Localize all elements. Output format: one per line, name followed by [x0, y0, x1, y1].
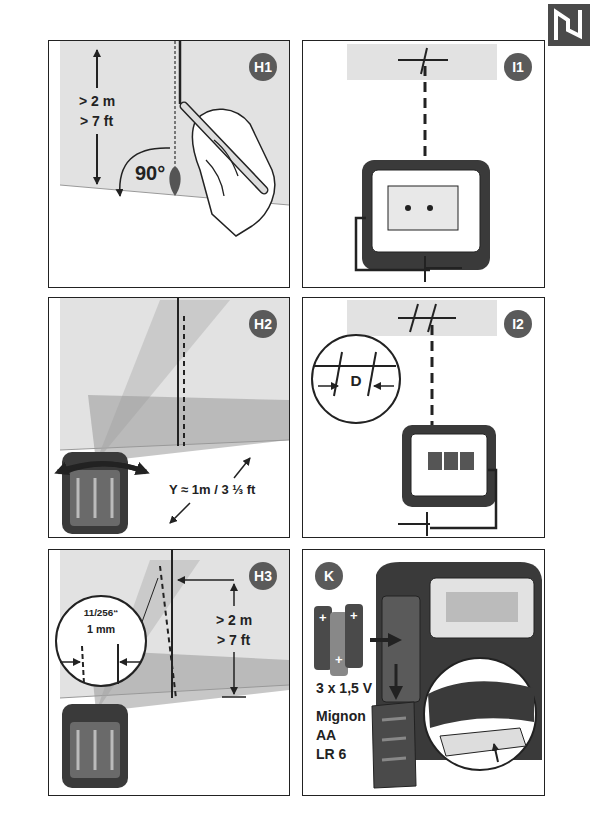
dimension-label: 11/256“	[57, 607, 145, 618]
battery-cells	[314, 604, 363, 676]
language-tab	[548, 4, 590, 46]
annotation-label: 3 x 1,5 V	[314, 680, 374, 697]
annotation-label: > 7 ft	[78, 113, 115, 130]
i1-check-illustration	[347, 44, 497, 282]
figure-panel: H2	[48, 297, 290, 538]
i2-check-illustration	[311, 300, 497, 536]
magnifier-circle: 11/256“ 1 mm	[55, 595, 147, 687]
annotation-label: AA	[314, 727, 338, 744]
magnifier-circle: D	[311, 334, 401, 424]
figure-label: H1	[249, 53, 277, 81]
h3-check-illustration	[55, 550, 289, 788]
h2-sweep-illustration	[58, 298, 289, 534]
k-battery-illustration	[314, 562, 542, 788]
polarity-mark: +	[335, 652, 343, 668]
annotation-label: Mignon	[314, 708, 368, 725]
figure-label: I1	[504, 53, 532, 81]
figure-label: H3	[249, 562, 277, 590]
figure-panel: I1	[302, 40, 545, 288]
figure-panel: H3 11/256“ 1 mm	[48, 549, 290, 796]
dimension-label: 1 mm	[57, 623, 145, 635]
annotation-label: > 7 ft	[215, 632, 252, 649]
figure-panel: I2D	[302, 297, 545, 538]
annotation-label: Y ≈ 1m / 3 ⅓ ft	[167, 482, 257, 498]
annotation-label: LR 6	[314, 746, 348, 763]
annotation-label: > 2 m	[77, 93, 117, 110]
annotation-label: > 2 m	[214, 612, 254, 629]
figure-label: I2	[504, 310, 532, 338]
h1-plumb-illustration	[60, 41, 289, 236]
annotation-label: 90°	[133, 162, 167, 185]
figure-panel: H1	[48, 40, 290, 288]
polarity-mark: +	[319, 610, 327, 626]
dimension-label: D	[313, 372, 399, 390]
polarity-mark: +	[350, 608, 358, 624]
figure-label: H2	[249, 310, 277, 338]
figure-label: K	[315, 562, 343, 590]
